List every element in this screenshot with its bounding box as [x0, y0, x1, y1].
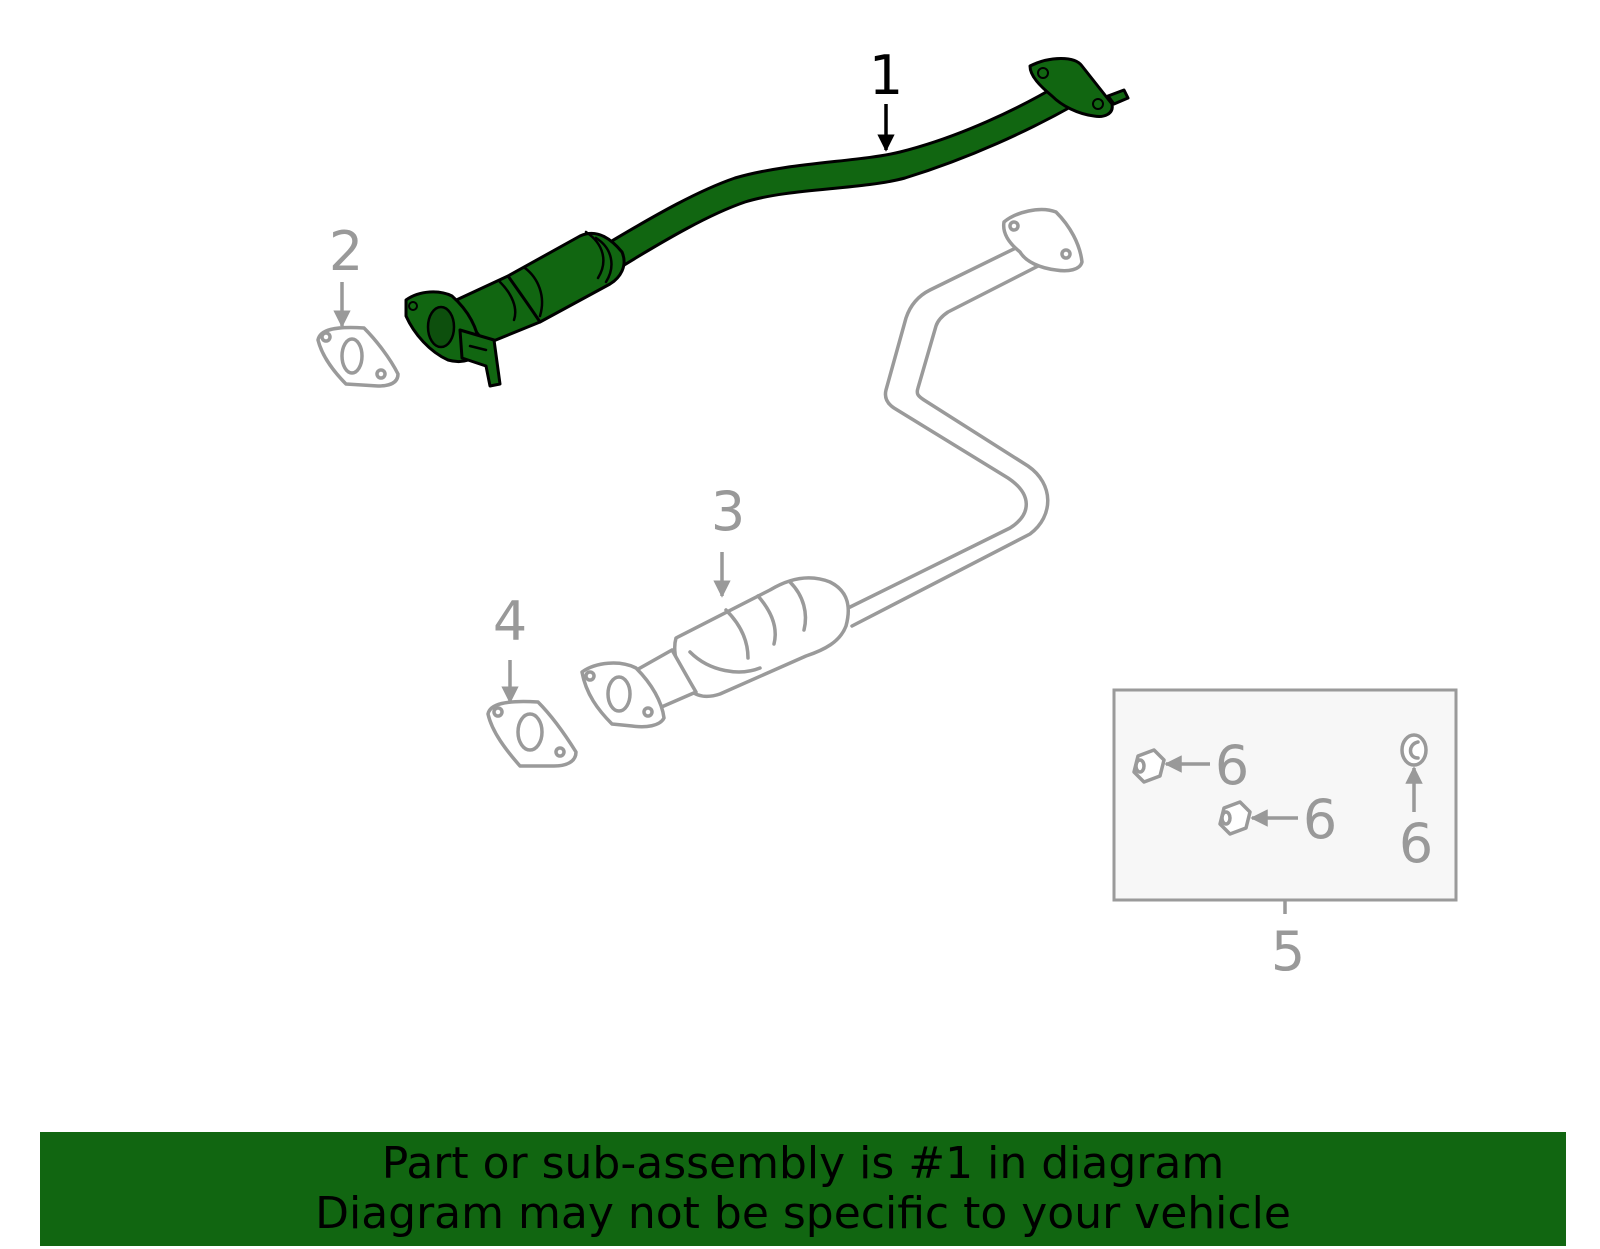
callout-6-nut-middle: 6 — [1303, 788, 1337, 851]
callout-3: 3 — [711, 480, 745, 543]
nut-icon — [1132, 748, 1166, 784]
catalytic-converter-part-3[interactable] — [580, 207, 1084, 729]
gasket-part-4[interactable] — [486, 699, 578, 768]
hardware-kit-part-5[interactable] — [1112, 688, 1458, 914]
info-banner: Part or sub-assembly is #1 in diagram Di… — [40, 1132, 1566, 1246]
banner-line-2: Diagram may not be specific to your vehi… — [315, 1188, 1291, 1239]
callout-1: 1 — [869, 44, 903, 107]
callout-5: 5 — [1271, 920, 1305, 983]
nut-icon — [1218, 800, 1252, 836]
clip-icon — [1400, 733, 1428, 767]
gasket-part-2[interactable] — [316, 325, 400, 388]
front-pipe-part-1[interactable] — [404, 57, 1130, 388]
callout-2: 2 — [329, 220, 363, 283]
callout-6-clip: 6 — [1399, 812, 1433, 875]
leader-arrows — [333, 104, 1423, 827]
callout-6-nut-left: 6 — [1215, 734, 1249, 797]
banner-line-1: Part or sub-assembly is #1 in diagram — [381, 1138, 1225, 1189]
callout-4: 4 — [493, 590, 527, 653]
